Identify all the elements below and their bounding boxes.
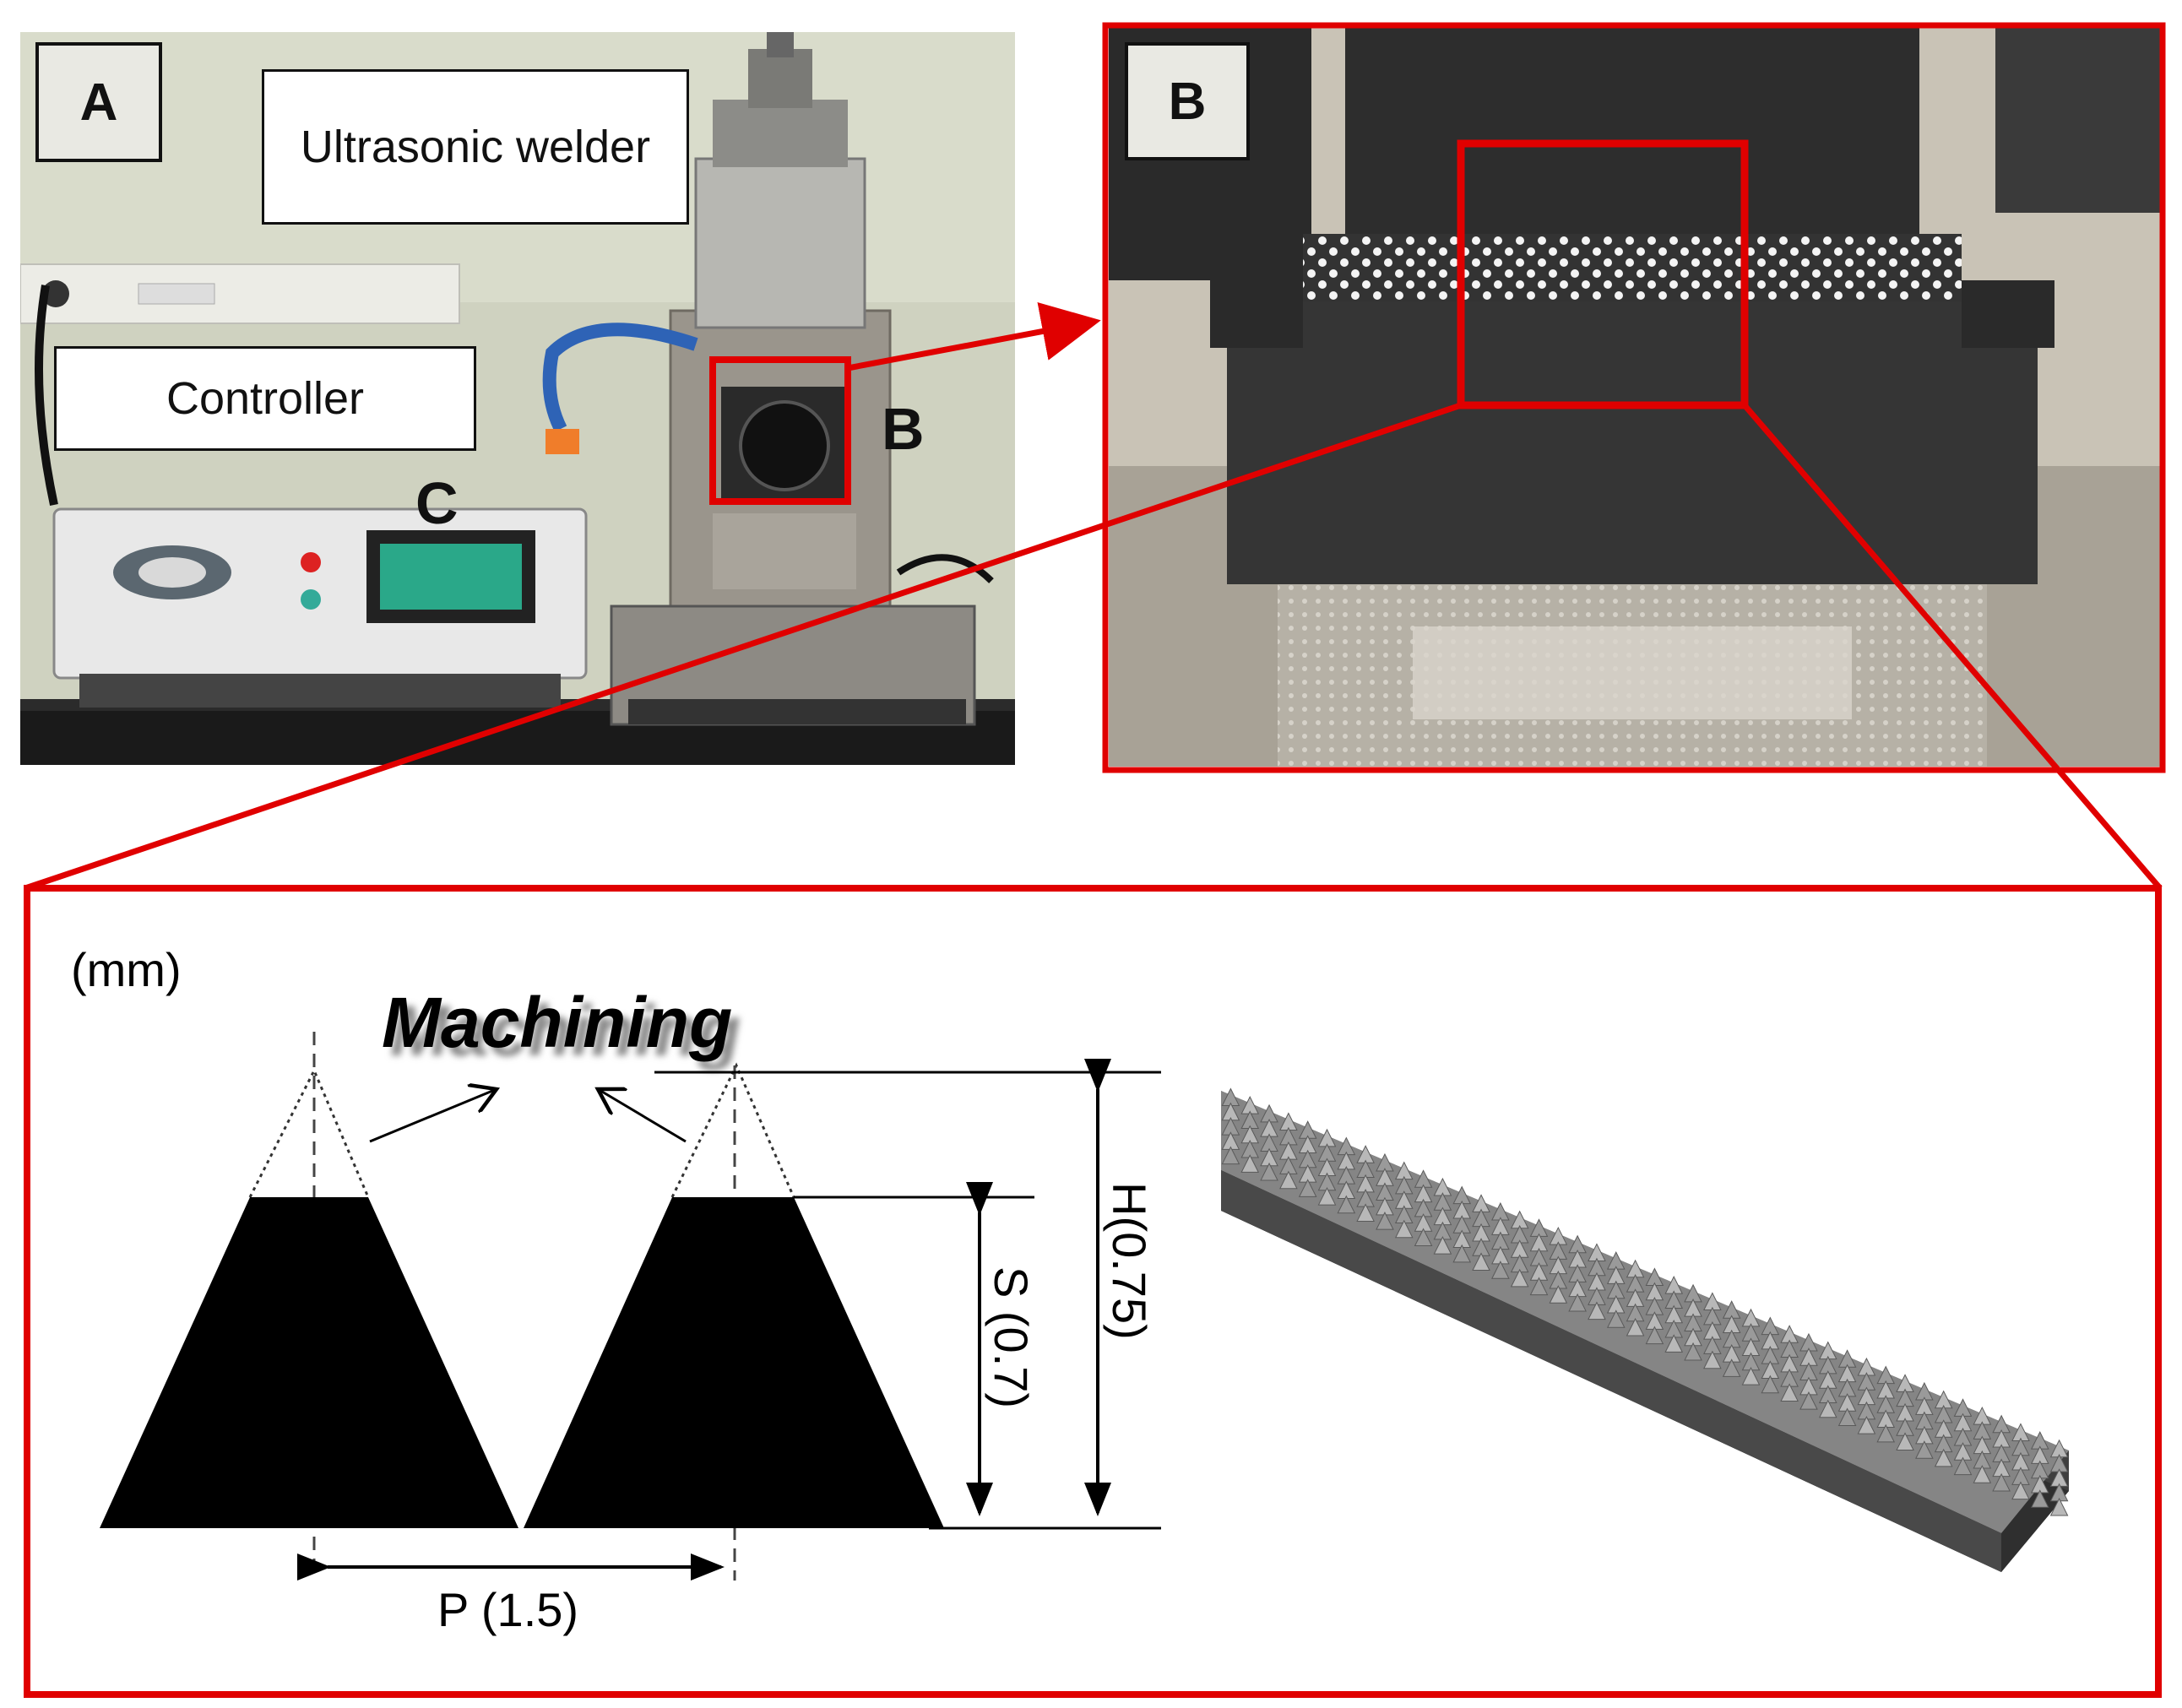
panel-a-label: A [35,42,162,162]
bar-tooth [1837,1407,1857,1426]
tooth-1-removed-tip [248,1067,370,1198]
bar-tooth [1896,1432,1914,1451]
bar-tooth [1337,1195,1356,1214]
bar-tooth [1915,1440,1934,1459]
bar-tooth [1260,1162,1278,1181]
bar-tooth [1452,1244,1472,1263]
bar-tooth [1973,1465,1992,1483]
connector-left [24,402,1463,892]
bar-tooth [1703,1350,1722,1369]
bar-tooth [1857,1416,1876,1434]
bar-tooth [1588,1301,1606,1320]
bar-tooth [1722,1358,1741,1377]
controller-callout: Controller [54,346,476,451]
machining-arrow-right [598,1089,687,1143]
bar-tooth [1394,1219,1414,1239]
arrow-a-to-b [847,301,1101,371]
machining-label: Machining [382,983,732,1062]
bar-tooth [1741,1366,1761,1385]
bar-tooth [1510,1268,1529,1288]
bar-tooth [1568,1293,1587,1312]
machining-label-shadow: Machining [390,991,741,1071]
knurled-bar-teeth [1221,1087,2069,1516]
bar-tooth [1645,1326,1664,1345]
bar-tooth [1472,1252,1490,1272]
bar-tooth [1317,1186,1337,1206]
bar-tooth [1761,1375,1780,1394]
bar-tooth [1934,1448,1953,1467]
bar-tooth [1953,1456,1973,1476]
bar-tooth [1606,1309,1626,1328]
tooth-1 [100,1197,518,1528]
bar-tooth [1298,1179,1317,1197]
ultrasonic-welder-callout: Ultrasonic welder [262,69,689,225]
bar-tooth [1529,1277,1549,1296]
marker-b: B [882,396,925,462]
highlight-box-a [709,356,851,505]
machining-arrow-left [369,1089,497,1143]
panel-b-label: B [1125,42,1250,160]
bar-tooth [1491,1261,1510,1279]
tooth-2 [524,1197,944,1528]
diagram-frame [24,885,2162,1698]
bar-tooth [1221,1146,1240,1165]
bar-tooth [1992,1472,2011,1492]
bar-tooth [1433,1236,1452,1255]
panel-b-frame [1102,22,2166,773]
s-dimension-label: S (0.7) [985,1266,1038,1408]
closeup-photo-drawing [1109,27,2161,767]
h-dimension-label: H(0.75) [1103,1182,1156,1340]
marker-c: C [415,470,459,536]
bar-tooth [1414,1228,1433,1246]
highlight-box-b [1457,139,1749,409]
bar-tooth [1876,1423,1896,1443]
bar-tooth [1799,1391,1818,1410]
bar-tooth [2030,1489,2049,1508]
closeup-photo [1109,27,2161,767]
tooth-2-removed-tip [670,1062,795,1198]
connector-right [1742,403,2163,891]
p-dimension-label: P (1.5) [437,1583,578,1636]
bar-tooth [1279,1170,1298,1190]
bar-tooth [1626,1317,1645,1337]
knurled-bar-3d [1221,1091,2069,1572]
bar-tooth [1549,1285,1568,1304]
unit-label: (mm) [71,943,182,996]
bar-tooth [1240,1154,1260,1173]
bar-tooth [1818,1399,1837,1418]
bar-tooth [1780,1383,1799,1402]
bar-tooth [1356,1203,1375,1222]
bar-tooth [2049,1497,2069,1516]
bar-tooth [1376,1212,1394,1230]
bar-tooth [1664,1334,1684,1353]
bar-tooth [1684,1342,1702,1361]
bar-tooth [2011,1481,2030,1500]
